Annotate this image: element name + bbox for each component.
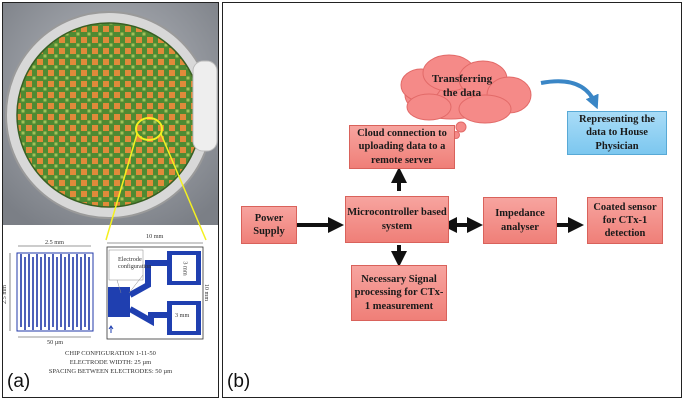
chip-caption: CHIP CONFIGURATION 1-11-50 ELECTRODE WID… <box>3 350 218 376</box>
cloud-shape <box>400 54 532 139</box>
left-chip-top-dim: 2.5 mm <box>45 239 64 246</box>
right-chip-top-dim: 10 mm <box>146 233 164 240</box>
panel-b-label: (b) <box>227 371 251 392</box>
wafer-photo <box>3 3 218 225</box>
power-supply-box: Power Supply <box>241 206 297 244</box>
left-chip-bottom-dim: 50 µm <box>47 339 64 346</box>
pad-top-dim: 3 mm <box>181 261 189 276</box>
panel-a-label: (a) <box>7 371 31 392</box>
electrode-chip-detail <box>9 245 94 338</box>
caption-line-2: ELECTRODE WIDTH: 25 µm <box>69 358 152 366</box>
right-chip-side-dim: 10 mm <box>203 283 211 302</box>
panel-b: Transferring the data Cloud connection t… <box>222 2 682 398</box>
cloud-connection-box: Cloud connection to uploading data to a … <box>349 125 455 169</box>
sensor-box: Coated sensor for CTx-1 detection <box>587 197 663 244</box>
caption-line-3: SPACING BETWEEN ELECTRODES: 50 µm <box>48 367 173 375</box>
electrode-config-label: Electrode configuration <box>118 256 152 271</box>
sensor-chip-layout <box>106 242 204 340</box>
arrow-cloud-to-physician <box>540 79 599 110</box>
left-chip-side-dim: 2.5 mm <box>0 285 8 304</box>
pad-bottom-dim: 3 mm <box>175 312 190 319</box>
panel-a: 2.5 mm 2.5 mm 50 µm 10 mm 10 mm Electrod… <box>0 2 219 398</box>
impedance-box: Impedance analyser <box>483 197 557 244</box>
physician-box: Representing the data to House Physician <box>567 111 667 155</box>
microcontroller-box: Microcontroller based system <box>345 196 449 243</box>
flow-arrows <box>297 54 599 267</box>
signal-processing-box: Necessary Signal processing for CTx-1 me… <box>351 265 447 321</box>
caption-line-1: CHIP CONFIGURATION 1-11-50 <box>65 350 156 357</box>
cloud-label: Transferring the data <box>431 73 493 99</box>
